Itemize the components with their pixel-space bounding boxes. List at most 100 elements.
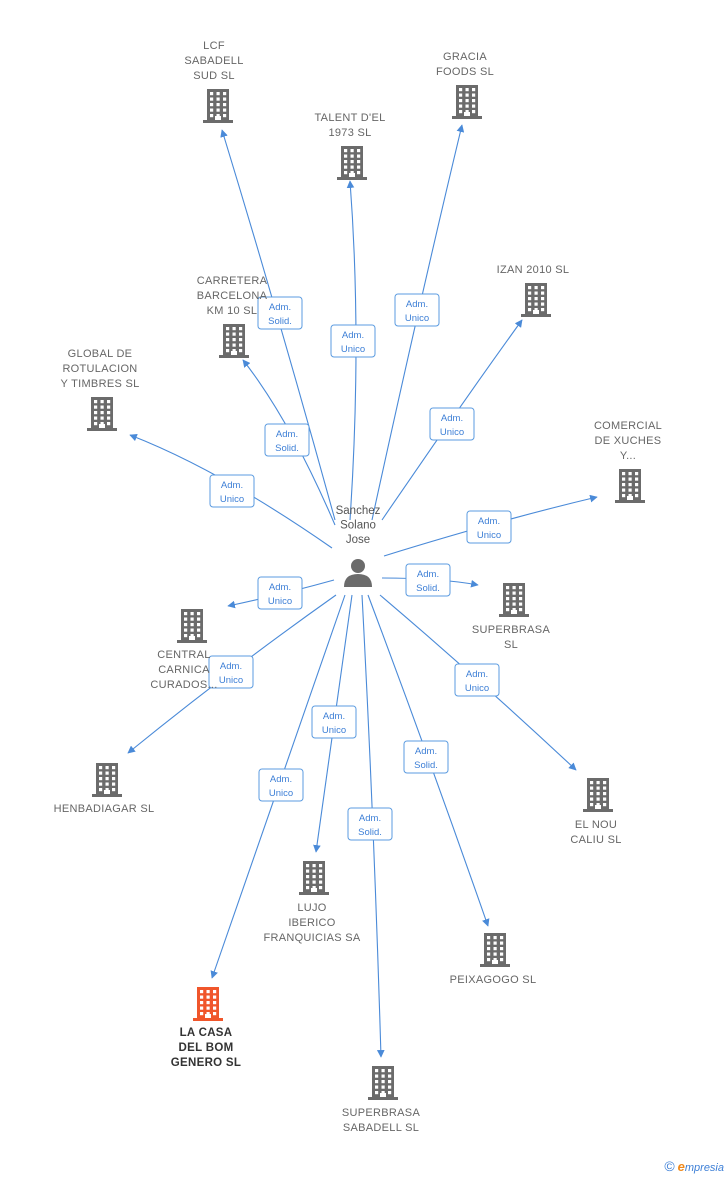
company-node-elnou[interactable]: EL NOU CALIU SL — [570, 778, 621, 846]
company-label[interactable]: SUPERBRASA — [472, 624, 551, 636]
copyright-symbol: © — [664, 1158, 675, 1174]
company-label[interactable]: GENERO SL — [171, 1057, 241, 1069]
company-node-gracia[interactable]: GRACIA FOODS SL — [436, 51, 494, 119]
edge-badge-izan[interactable]: Adm.Unico — [429, 407, 475, 441]
company-node-superbrasa_sab[interactable]: SUPERBRASA SABADELL SL — [342, 1066, 421, 1134]
company-label[interactable]: Y... — [620, 450, 636, 462]
edge-badge-text: Adm. — [415, 746, 437, 757]
company-node-lacasa[interactable]: LA CASA DEL BOM GENERO SL — [171, 987, 241, 1069]
company-label[interactable]: COMERCIAL — [594, 420, 662, 432]
company-node-peixagogo[interactable]: PEIXAGOGO SL — [450, 933, 537, 986]
edge-badge-box — [264, 423, 310, 457]
company-label[interactable]: CARNICA — [158, 664, 210, 676]
nodes-layer: LCF SABADELL SUD SL GRACIA FOODS SL TALENT D'… — [54, 40, 662, 1134]
building-icon — [368, 1066, 398, 1100]
edge-badge-text: Unico — [220, 494, 244, 505]
company-node-talent[interactable]: TALENT D'EL 1973 SL — [314, 112, 385, 180]
company-label[interactable]: GLOBAL DE — [68, 348, 133, 360]
edge-badge-text: Unico — [322, 725, 346, 736]
company-label[interactable]: EL NOU — [575, 819, 617, 831]
building-icon — [193, 987, 223, 1021]
edge-badge-box — [429, 407, 475, 441]
company-label[interactable]: Y TIMBRES SL — [61, 378, 140, 390]
company-node-global[interactable]: GLOBAL DE ROTULACION Y TIMBRES SL — [61, 348, 140, 431]
company-label[interactable]: CURADOS... — [150, 679, 217, 691]
building-icon — [219, 324, 249, 358]
company-node-lujo[interactable]: LUJO IBERICO FRANQUICIAS SA — [263, 861, 361, 944]
edge-badge-global[interactable]: Adm.Unico — [209, 474, 255, 508]
edge-badge-box — [403, 740, 449, 774]
company-label[interactable]: SUPERBRASA — [342, 1107, 421, 1119]
edge-badge-talent[interactable]: Adm.Unico — [330, 324, 376, 358]
company-label[interactable]: SL — [504, 639, 518, 651]
brand-footer[interactable]: ©empresia — [664, 1158, 724, 1174]
edge-badge-carretera[interactable]: Adm. Solid. — [264, 423, 310, 457]
company-node-superbrasa[interactable]: SUPERBRASA SL — [472, 583, 551, 651]
edge-badge-central[interactable]: Adm.Unico — [257, 576, 303, 610]
edge-badge-box — [330, 324, 376, 358]
company-node-central[interactable]: CENTRAL CARNICA CURADOS... — [150, 609, 217, 691]
company-label[interactable]: FRANQUICIAS SA — [263, 932, 360, 944]
company-label[interactable]: DE XUCHES — [595, 435, 662, 447]
company-label[interactable]: IZAN 2010 SL — [497, 264, 570, 276]
edge-badge-box — [257, 296, 303, 330]
edge-badge-superbrasa[interactable]: Adm.Solid. — [405, 563, 451, 597]
company-label[interactable]: HENBADIAGAR SL — [54, 803, 155, 815]
company-label[interactable]: CARRETERA — [197, 275, 268, 287]
company-label[interactable]: LUJO — [297, 902, 326, 914]
edge-badge-text: Unico — [465, 683, 489, 694]
edge-badge-text: Unico — [405, 313, 429, 324]
edge-badge-peixagogo[interactable]: Adm.Solid. — [403, 740, 449, 774]
building-icon — [87, 397, 117, 431]
company-label[interactable]: DEL BOM — [179, 1042, 234, 1054]
edge-badge-text: Solid. — [275, 443, 299, 454]
company-node-carretera[interactable]: CARRETERA BARCELONA KM 10 SL — [197, 275, 268, 358]
building-icon — [480, 933, 510, 967]
edge-badge-gracia[interactable]: Adm.Unico — [394, 293, 440, 327]
edge-badge-lcf[interactable]: Adm.Solid. — [257, 296, 303, 330]
edge-badge-box — [208, 655, 254, 689]
company-node-comercial[interactable]: COMERCIAL DE XUCHES Y... — [594, 420, 662, 503]
company-label[interactable]: SABADELL — [184, 55, 243, 67]
edge-badge-lacasa[interactable]: Adm.Unico — [258, 768, 304, 802]
building-icon — [203, 89, 233, 123]
edge-badge-text: Solid. — [358, 827, 382, 838]
company-label[interactable]: GRACIA — [443, 51, 487, 63]
edge-badge-box — [394, 293, 440, 327]
edge-badge-superbrasa_sab[interactable]: Adm.Solid. — [347, 807, 393, 841]
edge-badge-elnou[interactable]: Adm.Unico — [454, 663, 500, 697]
edge-badge-box — [466, 510, 512, 544]
building-icon — [92, 763, 122, 797]
company-label[interactable]: PEIXAGOGO SL — [450, 974, 537, 986]
company-label[interactable]: KM 10 SL — [207, 305, 258, 317]
edge-badge-text: Adm. — [323, 711, 345, 722]
company-label[interactable]: SUD SL — [193, 70, 235, 82]
person-label[interactable]: Solano — [340, 520, 376, 532]
edge-badge-text: Adm. — [276, 429, 298, 440]
edge-badge-henbadiagar[interactable]: Adm.Unico — [208, 655, 254, 689]
person-label[interactable]: Sanchez — [336, 505, 381, 517]
company-node-henbadiagar[interactable]: HENBADIAGAR SL — [54, 763, 155, 815]
company-label[interactable]: TALENT D'EL — [314, 112, 385, 124]
company-node-izan[interactable]: IZAN 2010 SL — [497, 264, 570, 317]
person-icon — [344, 559, 372, 587]
company-label[interactable]: CENTRAL — [157, 649, 210, 661]
company-label[interactable]: BARCELONA — [197, 290, 268, 302]
company-label[interactable]: SABADELL SL — [343, 1122, 419, 1134]
edge-badge-text: Unico — [341, 344, 365, 355]
company-label[interactable]: LA CASA — [180, 1027, 233, 1039]
company-label[interactable]: ROTULACION — [62, 363, 137, 375]
person-label[interactable]: Jose — [346, 534, 370, 546]
edge-badge-lujo[interactable]: Adm. Unico — [311, 705, 357, 739]
edge-badge-comercial[interactable]: Adm.Unico — [466, 510, 512, 544]
company-label[interactable]: LCF — [203, 40, 225, 52]
company-label[interactable]: CALIU SL — [570, 834, 621, 846]
edge-badge-box — [209, 474, 255, 508]
company-label[interactable]: 1973 SL — [328, 127, 371, 139]
edge-badge-text: Unico — [477, 530, 501, 541]
company-label[interactable]: FOODS SL — [436, 66, 494, 78]
company-label[interactable]: IBERICO — [288, 917, 335, 929]
company-node-lcf[interactable]: LCF SABADELL SUD SL — [184, 40, 243, 123]
